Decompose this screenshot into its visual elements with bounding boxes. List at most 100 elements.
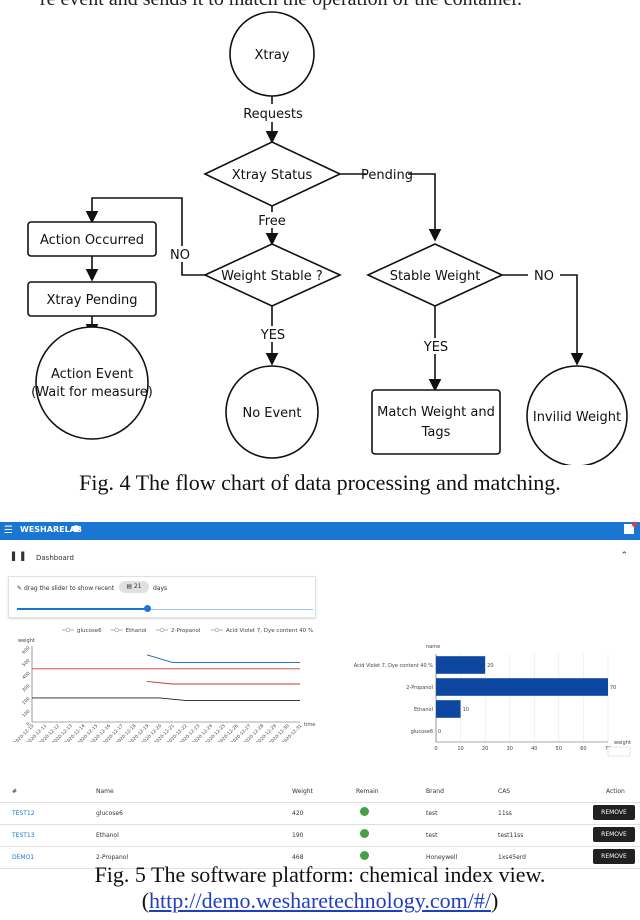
bar-value-label: 70 [610,685,616,691]
remove-button[interactable]: REMOVE [593,849,635,864]
bar-value-label: 10 [463,707,469,713]
y-tick-label: 200 [21,696,31,706]
dashboard-title: Dashboard [36,554,74,562]
table-cell: glucose6 [96,810,123,817]
legend-marker [114,627,119,633]
chevron-up-icon[interactable]: ⌃ [620,551,628,561]
platform-screenshot: ☰ WESHARELAB ● ▌▐ Dashboard ⌃ ✎ drag the… [0,522,640,869]
xtray-status-label: Xtray Status [232,168,313,183]
fig5-url-line: (http://demo.wesharetechnology.com/#/) [141,888,499,913]
bar-value-label: 0 [438,729,441,735]
table-header-cell: # [12,788,18,795]
bar-x-tick-label: 60 [580,746,586,752]
item-id-link[interactable]: TEST12 [12,810,35,817]
bar-x-tick-label: 30 [507,746,513,752]
app-brand[interactable]: WESHARELAB [20,525,82,534]
action-event-sub-label: (Wait for measure) [31,385,153,400]
menu-icon[interactable]: ☰ [4,525,13,536]
table-cell: 420 [292,810,304,817]
fig5-caption: Fig. 5 The software platform: chemical i… [0,862,640,914]
xtray-label: Xtray [254,48,289,63]
series-line [146,681,300,685]
fig5-url-link[interactable]: http://demo.wesharetechnology.com/#/ [149,888,491,913]
y-tick-label: 400 [21,670,31,680]
fig5-caption-line: Fig. 5 The software platform: chemical i… [94,862,546,887]
x-axis-label: time [304,722,315,728]
table-header-cell: CAS [498,788,511,795]
bar [436,656,486,674]
series-line [146,654,300,663]
remain-indicator-icon [360,829,369,838]
slider-handle[interactable] [144,605,152,612]
flowchart: Xtray Requests Xtray Status Pending Free… [27,11,628,465]
y-tick-label: 600 [21,645,31,655]
stable-weight-decision [366,243,504,307]
dashboard-header[interactable]: ▌▐ Dashboard ⌃ [4,546,636,568]
user-icon[interactable]: ● [72,524,80,534]
action-event-node [35,326,149,440]
invalid-weight-node [526,365,628,465]
item-id-link[interactable]: DEMO1 [12,854,35,861]
slider-fill [17,608,148,610]
bar-category-label: 2-Propanol [406,685,433,691]
bar-x-tick-label: 10 [457,746,463,752]
table-row: DEMO1 2-Propanol 468 Honeywell 1xs45erd REMOV… [0,846,640,869]
bar-x-tick-label: 40 [531,746,537,752]
legend-marker [159,627,165,633]
bar-x-tick-label: 0 [434,746,437,752]
bar-y-axis-label: name [426,644,440,650]
weight-stable-decision [203,243,342,307]
table-header-cell: Weight [292,788,313,795]
legend-label: 2-Propanol [171,628,201,634]
table-cell: Honeywell [426,854,458,861]
bar-x-tick-label: 20 [482,746,488,752]
notification-flag-icon[interactable] [624,524,634,534]
legend-label: glucose6 [77,628,102,634]
series-line [32,697,300,701]
action-event-label: Action Event [51,367,133,382]
bar-x-tick-label: 50 [556,746,562,752]
table-cell: 2-Propanol [96,854,129,861]
match-weight-label: Match Weight and [377,405,495,420]
table-cell: test [426,810,438,817]
invalid-weight-label: Invilid Weight [533,410,621,425]
no-left-label: NO [170,248,190,263]
table-header-cell: Remain [356,788,379,795]
bar [436,678,608,696]
remain-indicator-icon [360,851,369,860]
bar-x-axis-label: weight [614,740,631,746]
days-chip: ▤ 21 [119,581,149,593]
remove-button[interactable]: REMOVE [593,827,635,842]
table-cell: test11ss [498,832,524,839]
slider-card: ✎ drag the slider to show recent ▤ 21 da… [8,576,316,618]
action-occurred-box [27,221,157,257]
yes-right-label: YES [423,340,448,355]
legend-label: Ethanol [126,628,147,634]
bar-chart: name weight 0 10 20 30 40 50 60 70 Acid Violet 7, … [354,644,631,757]
remove-button[interactable]: REMOVE [593,805,635,820]
bar-value-label: 20 [487,663,493,669]
days-label: days [153,585,168,592]
no-event-node [225,365,319,459]
bar [436,700,461,718]
weight-stable-label: Weight Stable ? [221,269,323,284]
table-cell: 468 [292,854,304,861]
free-label: Free [258,214,286,229]
bar-chart-icon: ▌▐ [12,552,25,561]
bar-category-label: Acid Violet 7, Dye content 40 % [354,663,434,669]
notification-badge [632,522,637,527]
y-tick-label: 500 [21,658,31,668]
pending-label: Pending [361,168,413,183]
y-axis-label: weight [18,638,35,644]
item-id-link[interactable]: TEST13 [12,832,35,839]
stable-weight-label: Stable Weight [390,269,481,284]
legend-marker [65,627,71,633]
table-cell: 1xs45erd [498,854,526,861]
yes-left-label: YES [260,328,285,343]
match-weight-box [371,389,501,455]
table-cell: 190 [292,832,304,839]
slider-track[interactable] [17,609,313,610]
